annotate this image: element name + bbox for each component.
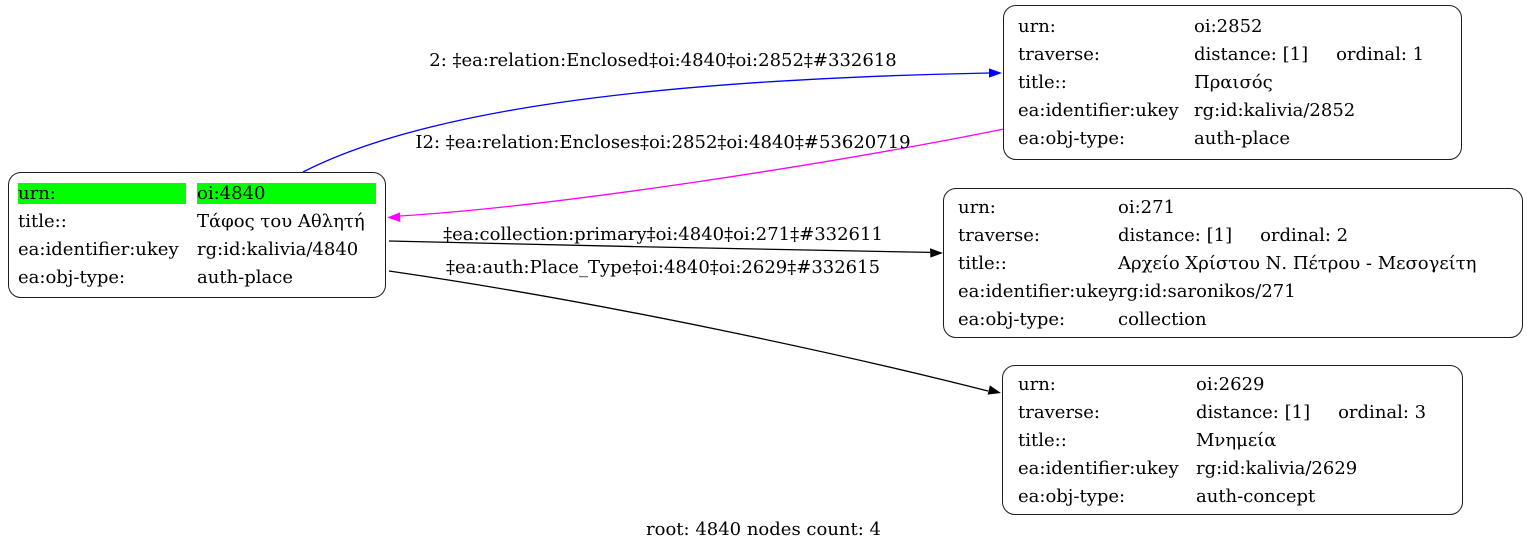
row-value: auth-concept	[1196, 485, 1316, 507]
node-oi-2852[interactable]: urn: oi:2852 traverse: distance: [1] ord…	[1003, 5, 1462, 160]
node-row-title: title:: Τάφος του Αθλητή	[9, 207, 385, 235]
arrowhead-collection-primary	[930, 248, 943, 258]
row-key: title::	[958, 252, 1007, 274]
node-row-identifier: ea:identifier:ukey rg:id:kalivia/4840	[9, 235, 385, 263]
row-key: title::	[1018, 429, 1067, 451]
node-row-obj-type: ea:obj-type: auth-place	[9, 263, 385, 291]
node-row-identifier: ea:identifier:ukey rg:id:kalivia/2852	[1004, 97, 1461, 125]
node-row-traverse: traverse: distance: [1] ordinal: 1	[1004, 41, 1461, 69]
row-key: traverse:	[1018, 44, 1100, 65]
edge-label-auth-place-type: ‡ea:auth:Place_Type‡oi:4840‡oi:2629‡#332…	[445, 257, 881, 278]
node-row-identifier: ea:identifier:ukey rg:id:saronikos/271	[944, 277, 1522, 305]
row-value: rg:id:saronikos/271	[1118, 280, 1296, 302]
traverse-ordinal: ordinal: 1	[1336, 44, 1425, 65]
row-key: ea:identifier:ukey	[18, 238, 179, 260]
row-value: oi:2852	[1194, 16, 1263, 37]
row-key: urn:	[958, 196, 996, 218]
traverse-ordinal: ordinal: 3	[1338, 401, 1427, 423]
row-key: ea:obj-type:	[18, 266, 126, 288]
row-value: distance: [1] ordinal: 2	[1118, 225, 1508, 246]
edge-label-relation-enclosed: 2: ‡ea:relation:Enclosed‡oi:4840‡oi:2852…	[429, 50, 897, 71]
row-value: rg:id:kalivia/4840	[197, 238, 359, 260]
row-key: ea:obj-type:	[958, 308, 1066, 330]
node-row-obj-type: ea:obj-type: auth-place	[1004, 125, 1461, 153]
traverse-ordinal: ordinal: 2	[1260, 224, 1349, 246]
row-value: Μνημεία	[1196, 429, 1277, 451]
row-key: traverse:	[1018, 401, 1100, 423]
row-value: Αρχείο Χρίστου Ν. Πέτρου - Μεσογείτη	[1118, 252, 1477, 274]
node-row-title: title:: Αρχείο Χρίστου Ν. Πέτρου - Μεσογ…	[944, 249, 1522, 277]
row-key: traverse:	[958, 224, 1040, 246]
row-key: urn:	[18, 182, 197, 204]
row-value: rg:id:kalivia/2629	[1196, 457, 1358, 479]
row-value: Τάφος του Αθλητή	[197, 210, 365, 232]
node-row-title: title:: Πραισός	[1004, 69, 1461, 97]
row-key: urn:	[1018, 16, 1056, 37]
row-key: title::	[18, 210, 67, 232]
row-key: ea:obj-type:	[1018, 485, 1126, 507]
row-key: ea:identifier:ukey	[958, 280, 1119, 302]
node-row-urn: urn: oi:2852	[1004, 13, 1461, 41]
arrowhead-auth-place-type	[987, 385, 1001, 395]
arrowhead-relation-encloses	[387, 212, 401, 222]
row-key: title::	[1018, 72, 1067, 93]
edge-relation-enclosed	[302, 72, 990, 173]
row-value: auth-place	[197, 266, 293, 288]
row-value: oi:271	[1118, 196, 1176, 218]
row-key: ea:identifier:ukey	[1018, 100, 1179, 121]
node-row-title: title:: Μνημεία	[1003, 426, 1462, 454]
node-row-urn: urn: oi:271	[944, 193, 1522, 221]
node-row-traverse: traverse: distance: [1] ordinal: 2	[944, 221, 1522, 249]
row-value: rg:id:kalivia/2852	[1194, 100, 1356, 121]
row-key: urn:	[1018, 373, 1056, 395]
node-row-urn: urn: oi:2629	[1003, 370, 1462, 398]
node-row-obj-type: ea:obj-type: collection	[944, 305, 1522, 333]
row-key: ea:obj-type:	[1018, 128, 1126, 149]
node-oi-4840[interactable]: urn: oi:4840 title:: Τάφος του Αθλητή ea…	[8, 172, 386, 298]
edge-auth-place-type	[388, 270, 989, 392]
arrowhead-relation-enclosed	[989, 68, 1002, 78]
graph-caption: root: 4840 nodes count: 4	[646, 519, 881, 540]
traverse-distance: distance: [1]	[1118, 224, 1233, 246]
node-row-identifier: ea:identifier:ukey rg:id:kalivia/2629	[1003, 454, 1462, 482]
row-value: oi:4840	[197, 182, 376, 204]
traverse-distance: distance: [1]	[1194, 44, 1309, 65]
node-oi-271[interactable]: urn: oi:271 traverse: distance: [1] ordi…	[943, 188, 1523, 338]
row-value: distance: [1] ordinal: 3	[1196, 402, 1447, 423]
edge-label-relation-encloses: I2: ‡ea:relation:Encloses‡oi:2852‡oi:484…	[415, 132, 911, 153]
row-value: collection	[1118, 308, 1207, 330]
row-value: distance: [1] ordinal: 1	[1194, 44, 1447, 65]
row-value: Πραισός	[1194, 72, 1273, 93]
traverse-distance: distance: [1]	[1196, 401, 1311, 423]
node-oi-2629[interactable]: urn: oi:2629 traverse: distance: [1] ord…	[1002, 365, 1463, 515]
row-key: ea:identifier:ukey	[1018, 457, 1179, 479]
node-row-urn: urn: oi:4840	[9, 179, 385, 207]
node-row-obj-type: ea:obj-type: auth-concept	[1003, 482, 1462, 510]
row-value: auth-place	[1194, 128, 1290, 149]
row-value: oi:2629	[1196, 373, 1265, 395]
edge-label-collection-primary: ‡ea:collection:primary‡oi:4840‡oi:271‡#3…	[443, 224, 883, 245]
node-row-traverse: traverse: distance: [1] ordinal: 3	[1003, 398, 1462, 426]
